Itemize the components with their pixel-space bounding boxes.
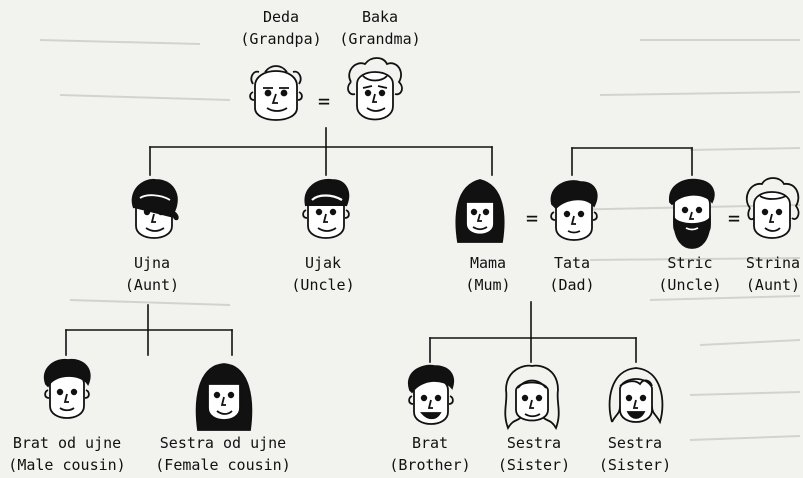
sestra-face-icon xyxy=(504,364,560,431)
person-gloss: (Brother) xyxy=(389,456,471,474)
person-name: Sestra xyxy=(506,434,562,452)
person-name: Deda xyxy=(262,8,300,26)
strina-face-icon xyxy=(745,177,800,239)
brat-od-ujne-label: Brat od ujne (Male cousin) xyxy=(8,432,125,476)
ujak-label: Ujak (Uncle) xyxy=(291,252,354,296)
person-gloss: (Grandma) xyxy=(339,30,421,48)
person-name: Strina xyxy=(745,254,801,272)
person-name: Baka xyxy=(361,8,399,26)
person-gloss: (Mum) xyxy=(465,276,511,294)
marriage-sign: = xyxy=(727,206,741,230)
person-name: Sestra od ujne xyxy=(159,434,287,452)
tata-face-icon xyxy=(550,180,598,241)
person-gloss: (Sister) xyxy=(598,456,672,474)
person-name: Brat od ujne xyxy=(12,434,122,452)
baka-face-icon xyxy=(347,57,403,121)
brat-label: Brat (Brother) xyxy=(389,432,470,476)
marriage-sign: = xyxy=(317,89,331,113)
mama-face-icon xyxy=(455,179,505,243)
person-gloss: (Male cousin) xyxy=(8,456,126,474)
marriage-sign: = xyxy=(525,206,539,230)
brat-od-ujne-face-icon xyxy=(43,358,91,419)
deda-label: Deda (Grandpa) xyxy=(240,6,321,50)
tata-label: Tata (Dad) xyxy=(549,252,594,296)
person-name: Tata xyxy=(553,254,591,272)
person-name: Sestra xyxy=(607,434,663,452)
person-name: Mama xyxy=(469,254,507,272)
brat-face-icon xyxy=(407,364,455,425)
stric-label: Stric (Uncle) xyxy=(658,252,721,296)
person-name: Ujak xyxy=(304,254,342,272)
ujna-label: Ujna (Aunt) xyxy=(125,252,179,296)
person-gloss: (Dad) xyxy=(549,276,595,294)
mama-label: Mama (Mum) xyxy=(465,252,510,296)
person-gloss: (Sister) xyxy=(497,456,571,474)
person-name: Brat xyxy=(411,434,449,452)
person-gloss: (Aunt) xyxy=(745,276,801,294)
person-gloss: (Female cousin) xyxy=(155,456,291,474)
sestra-label: Sestra (Sister) xyxy=(599,432,671,476)
person-gloss: (Uncle) xyxy=(291,276,355,294)
person-gloss: (Aunt) xyxy=(124,276,180,294)
ujak-face-icon xyxy=(302,178,350,239)
sestra-face-icon xyxy=(608,367,664,425)
sestra-label: Sestra (Sister) xyxy=(498,432,570,476)
baka-label: Baka (Grandma) xyxy=(339,6,420,50)
ujna-face-icon xyxy=(131,179,179,239)
person-name: Ujna xyxy=(133,254,171,272)
person-gloss: (Uncle) xyxy=(658,276,722,294)
sestra-od-ujne-face-icon xyxy=(195,363,253,431)
stric-face-icon xyxy=(669,178,715,249)
sestra-od-ujne-label: Sestra od ujne (Female cousin) xyxy=(155,432,290,476)
deda-face-icon xyxy=(249,65,303,121)
person-gloss: (Grandpa) xyxy=(240,30,322,48)
person-name: Stric xyxy=(667,254,713,272)
strina-label: Strina (Aunt) xyxy=(746,252,800,296)
